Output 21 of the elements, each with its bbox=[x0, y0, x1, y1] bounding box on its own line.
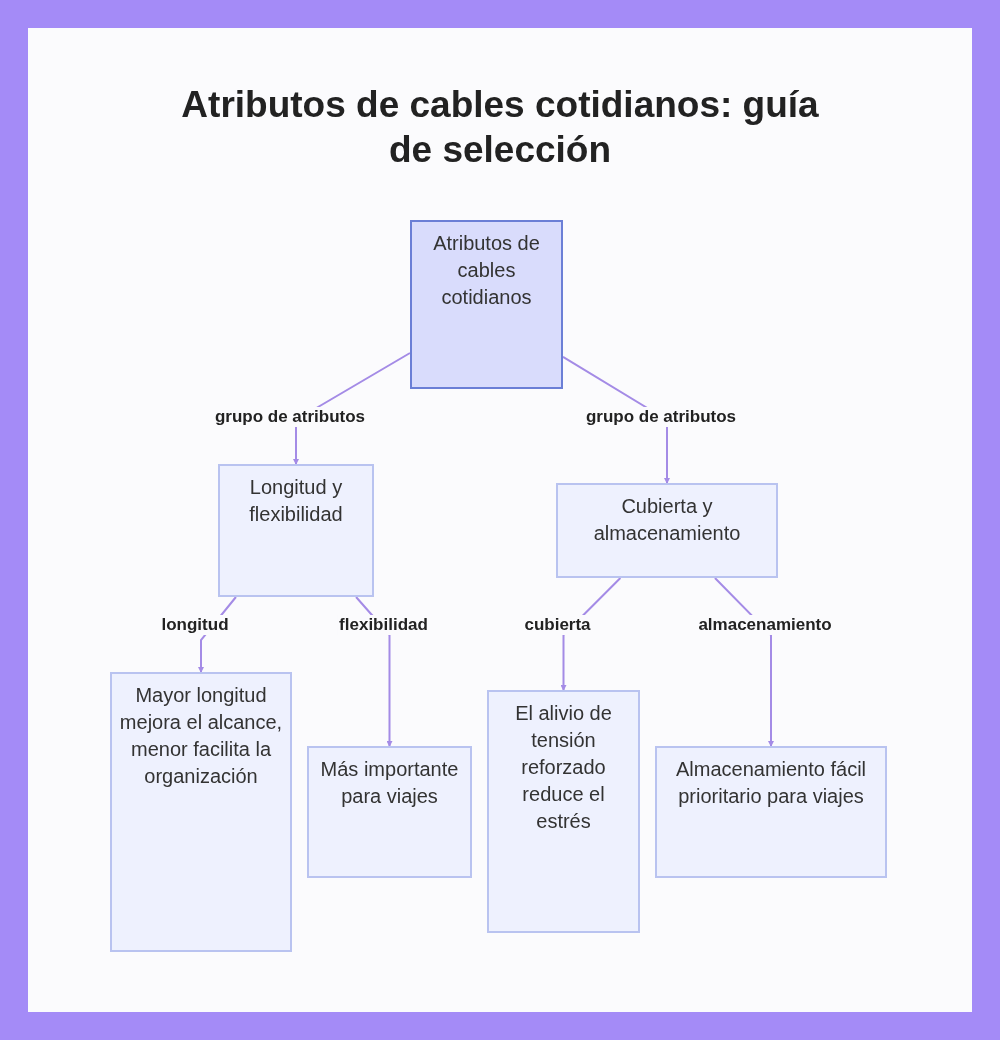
node-text: Almacenamiento fácil prioritario para viajes bbox=[674, 757, 868, 809]
node-text: Cubierta y almacenamiento bbox=[592, 494, 742, 546]
edge-label: grupo de atributos bbox=[212, 407, 368, 427]
edge-label: flexibilidad bbox=[337, 615, 430, 635]
process-box bbox=[307, 746, 472, 878]
process-box bbox=[487, 690, 640, 933]
node-text: Mayor longitud mejora el alcance, menor facilita la organización bbox=[118, 683, 284, 789]
node-text: Longitud y flexibilidad bbox=[248, 475, 344, 527]
edge-label: longitud bbox=[159, 615, 231, 635]
process-box bbox=[655, 746, 887, 878]
process-box bbox=[410, 220, 563, 389]
process-box bbox=[218, 464, 374, 597]
edge-label: almacenamiento bbox=[696, 615, 834, 635]
edge-label: cubierta bbox=[522, 615, 593, 635]
node-text: Más importante para viajes bbox=[319, 757, 460, 809]
process-box bbox=[110, 672, 292, 952]
process-box bbox=[556, 483, 778, 578]
edge-label: grupo de atributos bbox=[583, 407, 739, 427]
node-text: Atributos de cables cotidianos bbox=[432, 231, 541, 310]
diagram-title: Atributos de cables cotidianos: guía de selección bbox=[180, 83, 820, 173]
node-text: El alivio de tensión reforzado reduce el estrés bbox=[514, 701, 613, 834]
